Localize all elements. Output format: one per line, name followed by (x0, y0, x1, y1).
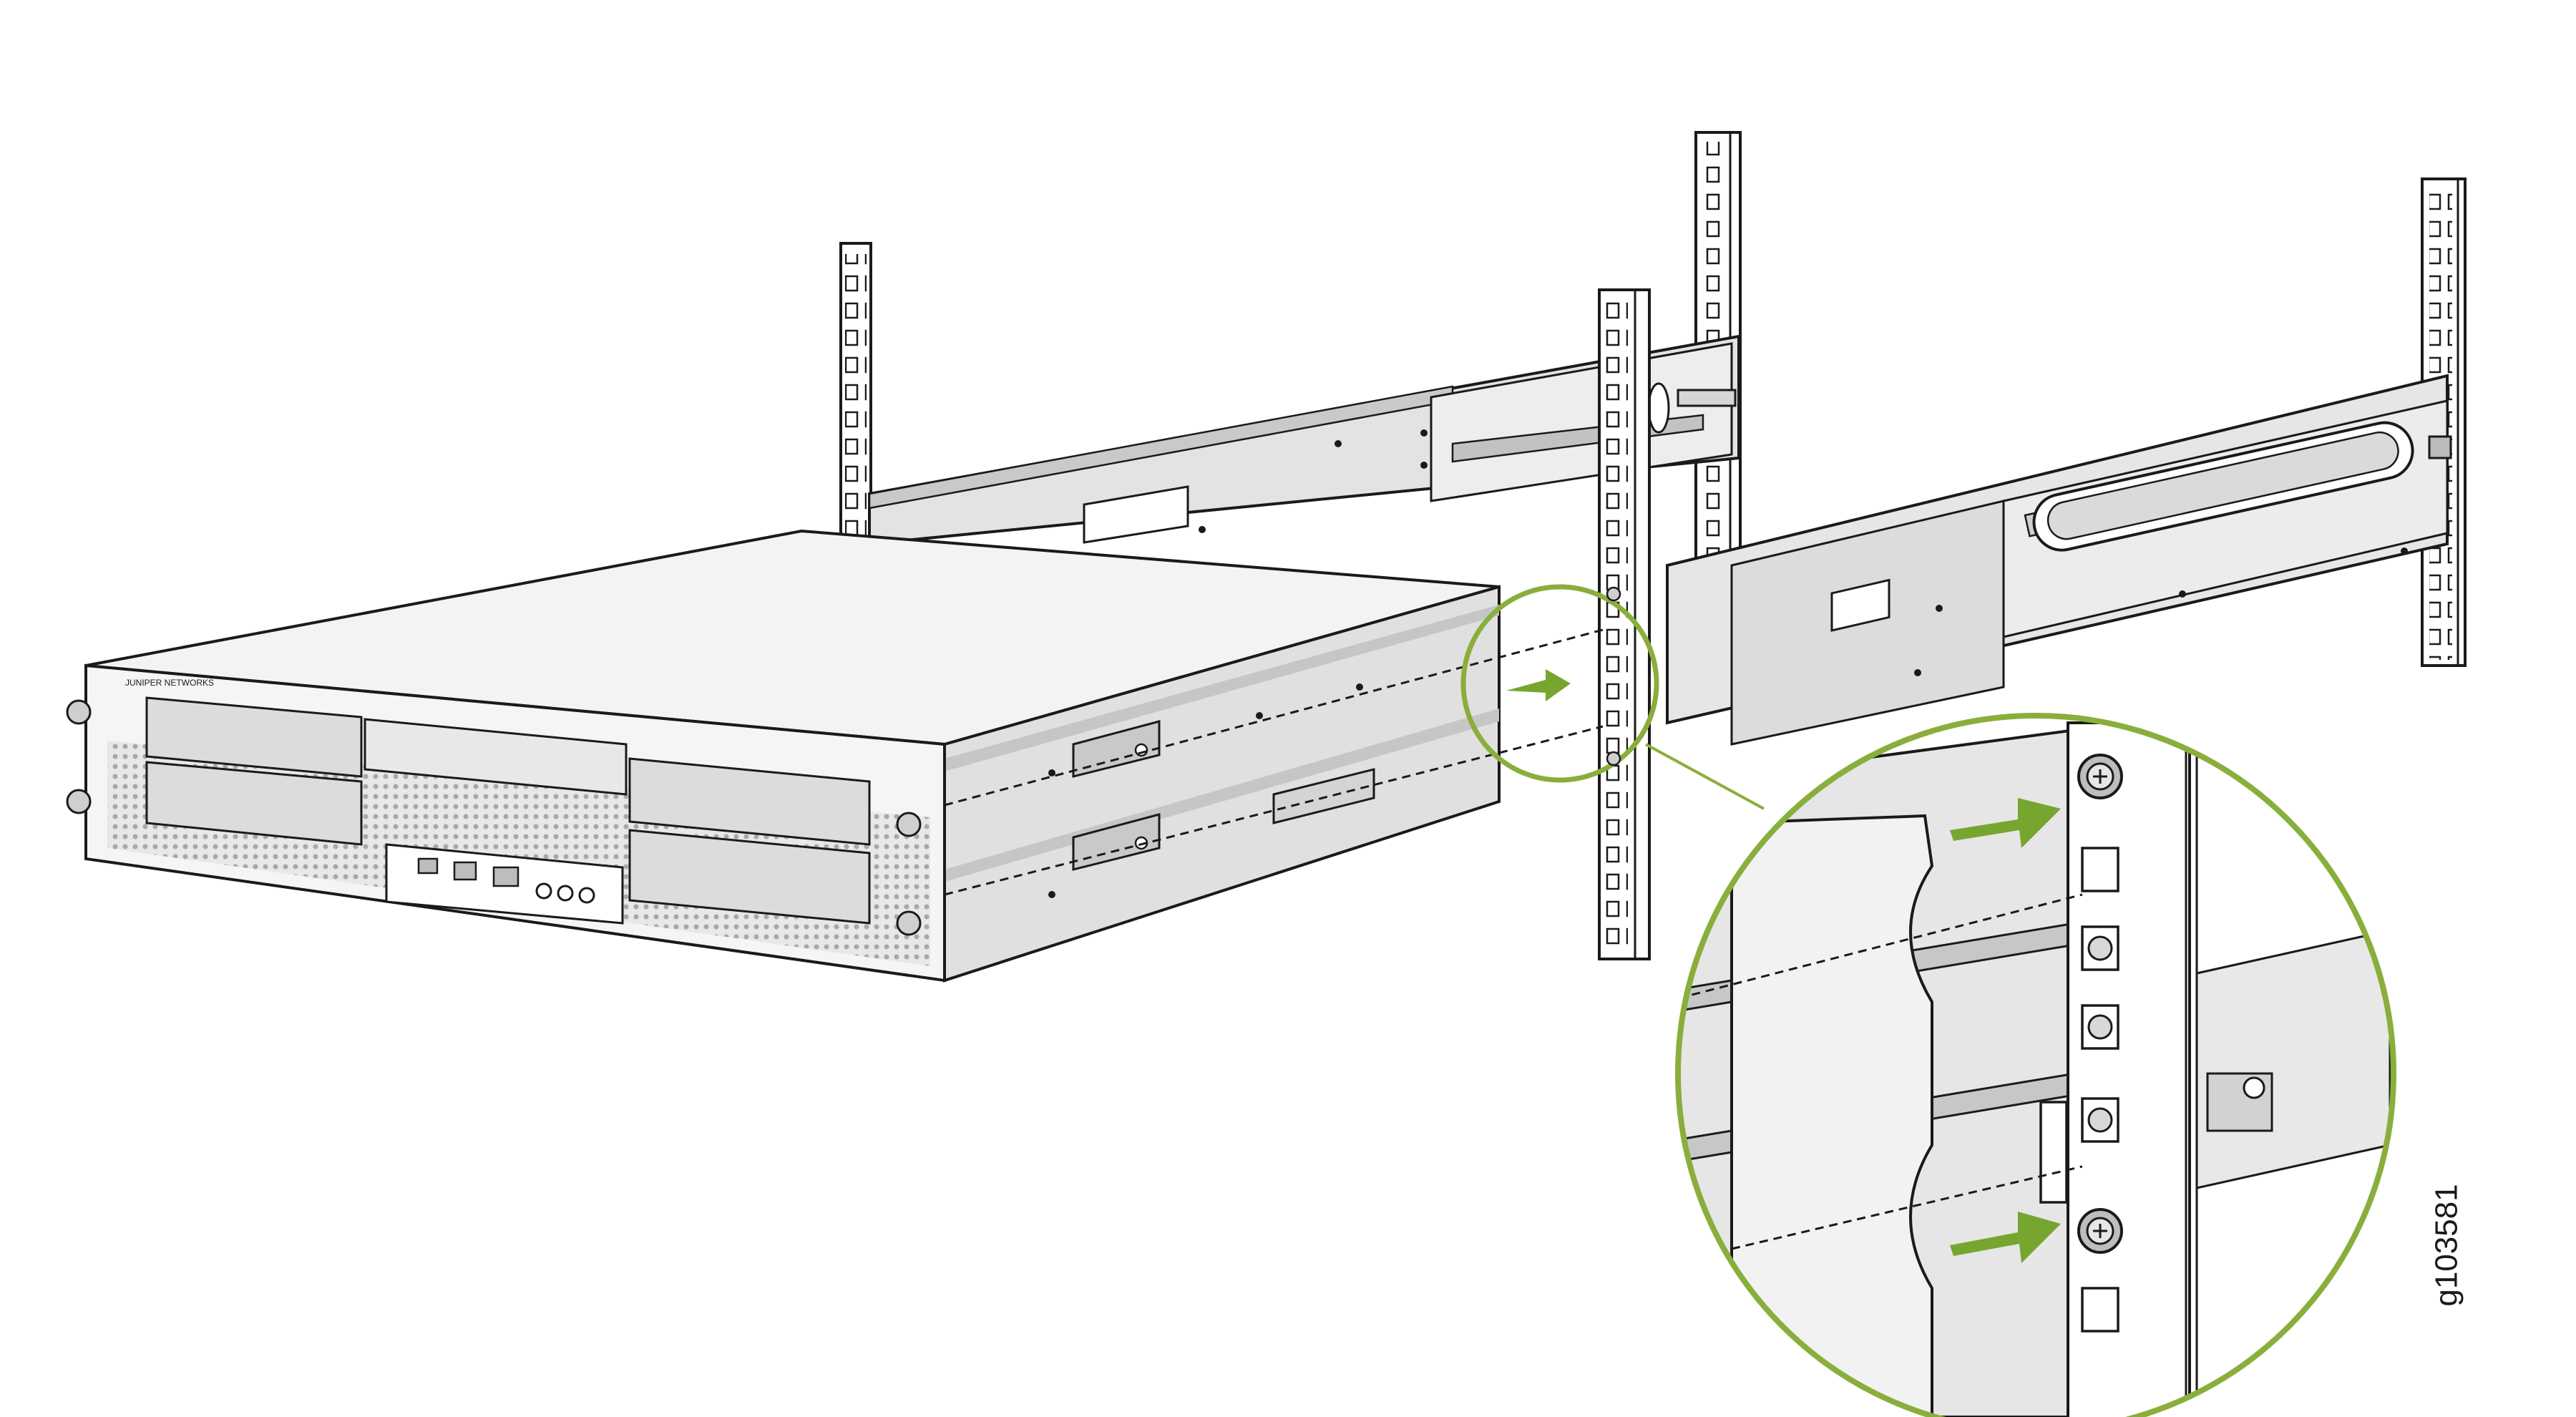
green-arrow-small (1506, 669, 1571, 701)
management-port-panel (385, 843, 624, 925)
front-rack-post (1598, 288, 1651, 960)
zoom-captive-screw-top (2077, 754, 2123, 799)
right-slide-rail (1666, 374, 2452, 746)
zoomed-detail-view (1675, 713, 2396, 1417)
router-chassis: JUNIPER NETWORKS (66, 529, 1501, 983)
callout-connector (1645, 743, 1765, 810)
port-cages-upper (145, 696, 871, 846)
zoomed-detail-ring (1675, 713, 2396, 1417)
figure-id-label: g103581 (2419, 1138, 2476, 1353)
left-captive-screws (66, 699, 92, 814)
detail-callout-circle (1460, 584, 1659, 783)
rear-left-rack-post (839, 242, 872, 552)
figure-id-text: g103581 (2429, 1184, 2465, 1307)
front-brand-logo: JUNIPER NETWORKS (125, 678, 214, 688)
green-arrow-bottom (1950, 1212, 2061, 1263)
right-captive-screws (896, 812, 922, 936)
zoom-captive-screw-bottom (2077, 1208, 2123, 1254)
port-cages-lower (145, 761, 871, 925)
green-arrow-top (1950, 798, 2061, 848)
